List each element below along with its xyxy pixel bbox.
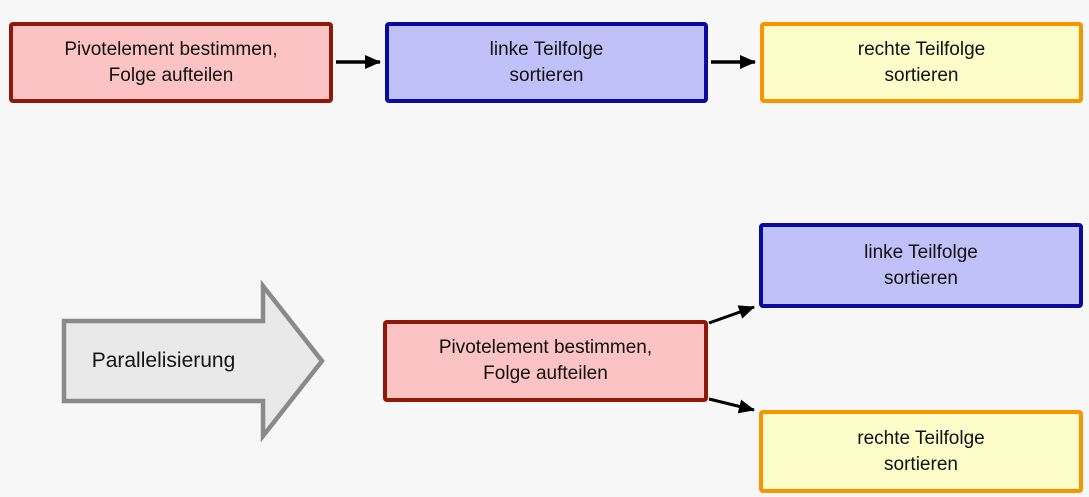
par-pivot-line2: Folge aufteilen [483, 363, 608, 384]
seq-right-line2: sortieren [884, 64, 959, 86]
branch-arrow-right [708, 397, 755, 414]
par-pivot-line1: Pivotelement bestimmen, [438, 337, 653, 358]
seq-left-box: linke Teilfolge sortieren [385, 22, 708, 103]
parallelisierung-label: Parallelisierung [91, 349, 236, 372]
seq-left-line1: linke Teilfolge [489, 38, 604, 60]
par-left-box: linke Teilfolge sortieren [759, 223, 1083, 308]
par-right-line2: sortieren [884, 453, 958, 475]
seq-pivot-line2: Folge aufteilen [108, 64, 234, 86]
seq-left-line2: sortieren [509, 64, 584, 86]
par-right-box: rechte Teilfolge sortieren [759, 410, 1083, 493]
branch-arrow-left [708, 305, 755, 325]
par-right-line1: rechte Teilfolge [857, 427, 985, 449]
par-pivot-box: Pivotelement bestimmen, Folge aufteilen [383, 320, 708, 402]
seq-right-line1: rechte Teilfolge [857, 38, 986, 60]
par-left-line1: linke Teilfolge [864, 241, 978, 263]
par-left-line2: sortieren [884, 267, 958, 289]
seq-pivot-box: Pivotelement bestimmen, Folge aufteilen [9, 22, 333, 103]
parallelisierung-arrow-shape [61, 279, 325, 443]
seq-pivot-line1: Pivotelement bestimmen, [64, 38, 278, 60]
seq-right-box: rechte Teilfolge sortieren [760, 22, 1083, 103]
